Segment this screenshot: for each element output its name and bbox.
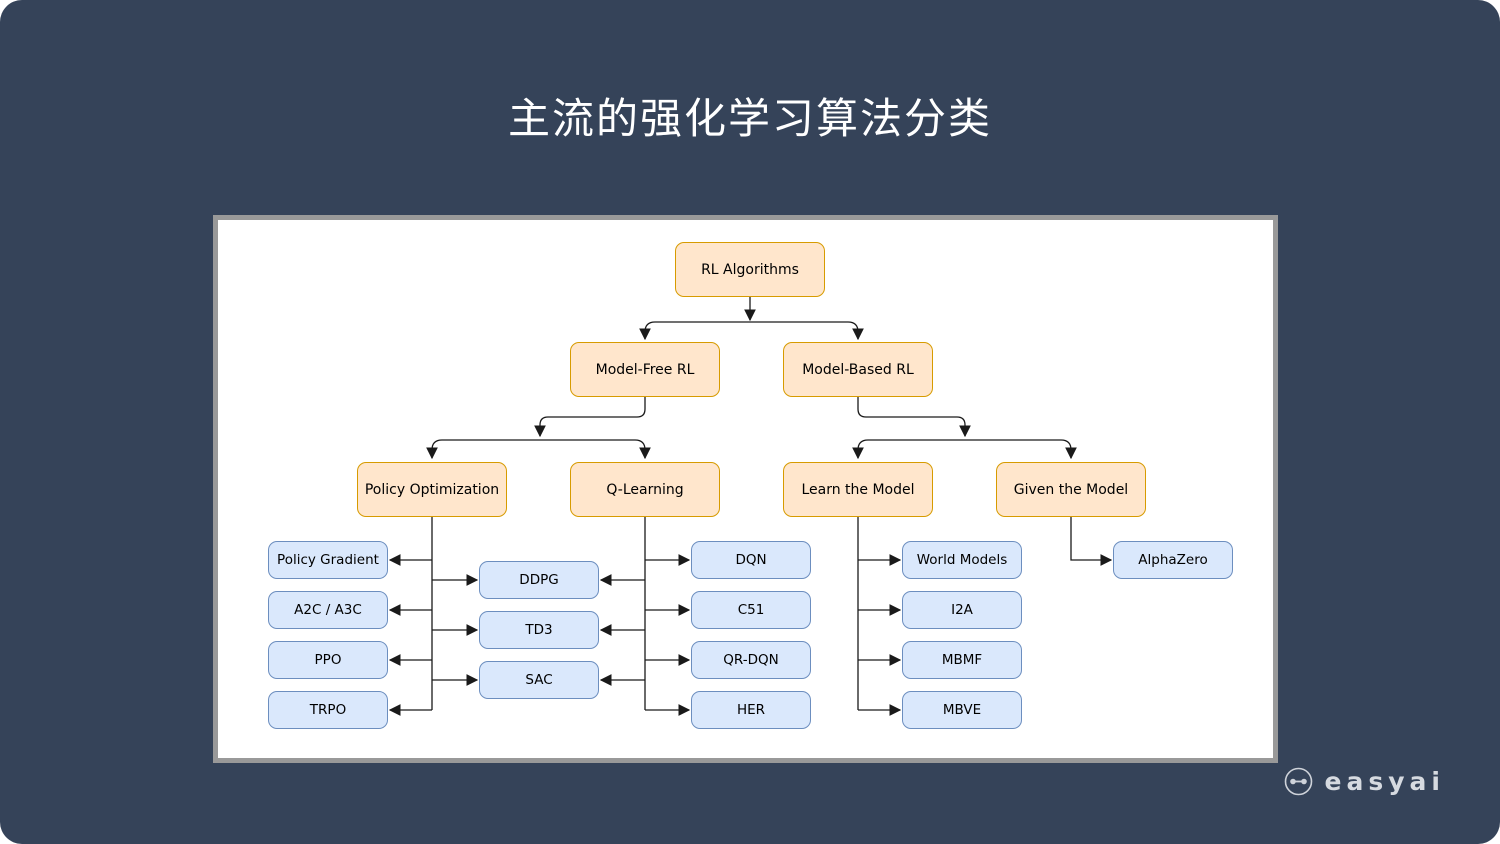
- connector-modelbased-rail: [852, 439, 1077, 460]
- node-policy-optimization: Policy Optimization: [357, 462, 507, 517]
- connector-to-alphazero: [1070, 517, 1113, 566]
- node-learn-the-model: Learn the Model: [783, 462, 933, 517]
- diagram-canvas: RL Algorithms Model-Free RL Model-Based …: [218, 220, 1273, 758]
- node-rl-algorithms: RL Algorithms: [675, 242, 825, 297]
- node-mbmf: MBMF: [902, 641, 1022, 679]
- connector-modelfree-rail: [426, 439, 651, 460]
- node-ppo: PPO: [268, 641, 388, 679]
- node-i2a: I2A: [902, 591, 1022, 629]
- node-qr-dqn: QR-DQN: [691, 641, 811, 679]
- node-model-based-rl: Model-Based RL: [783, 342, 933, 397]
- node-policy-gradient: Policy Gradient: [268, 541, 388, 579]
- node-c51: C51: [691, 591, 811, 629]
- node-dqn: DQN: [691, 541, 811, 579]
- node-ddpg: DDPG: [479, 561, 599, 599]
- connector-modelbased-drop: [857, 397, 971, 438]
- node-td3: TD3: [479, 611, 599, 649]
- node-her: HER: [691, 691, 811, 729]
- node-a2c-a3c: A2C / A3C: [268, 591, 388, 629]
- connector-modelfree-drop: [534, 397, 646, 438]
- node-trpo: TRPO: [268, 691, 388, 729]
- easyai-logo-icon: [1284, 767, 1312, 796]
- brand-watermark: easyai: [1283, 766, 1445, 797]
- brand-name: easyai: [1324, 767, 1445, 796]
- node-q-learning: Q-Learning: [570, 462, 720, 517]
- node-sac: SAC: [479, 661, 599, 699]
- node-mbve: MBVE: [902, 691, 1022, 729]
- node-given-the-model: Given the Model: [996, 462, 1146, 517]
- diagram-panel: RL Algorithms Model-Free RL Model-Based …: [213, 215, 1278, 763]
- node-model-free-rl: Model-Free RL: [570, 342, 720, 397]
- node-world-models: World Models: [902, 541, 1022, 579]
- connectors-svg: [388, 297, 1113, 716]
- page-title: 主流的强化学习算法分类: [507, 94, 992, 143]
- connector-level2-rail: [639, 321, 864, 341]
- node-alphazero: AlphaZero: [1113, 541, 1233, 579]
